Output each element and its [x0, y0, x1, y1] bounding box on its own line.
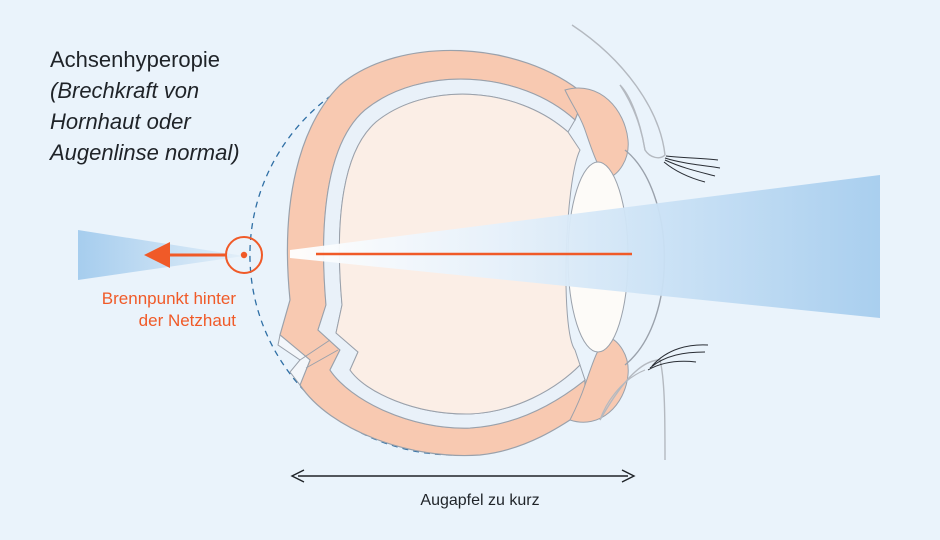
focal-point-dot [240, 251, 248, 259]
focal-point-label: Brennpunkt hinter der Netzhaut [101, 289, 236, 330]
upper-eyelid [571, 24, 666, 159]
title-block: Achsenhyperopie (Brechkraft von Hornhaut… [50, 44, 300, 168]
lower-eyelid [599, 359, 666, 461]
lower-eyelashes [647, 344, 709, 371]
eyeball-length-arrow [290, 469, 636, 483]
focus-arrow-head [144, 242, 170, 268]
diagram-subtitle: (Brechkraft von Hornhaut oder Augenlinse… [50, 78, 240, 165]
eyeball-length-label: Augapfel zu kurz [420, 492, 540, 509]
diagram-title: Achsenhyperopie [50, 47, 221, 72]
optic-nerve [277, 334, 311, 387]
upper-eyelashes [663, 155, 721, 183]
incoming-light-beam [290, 175, 880, 318]
